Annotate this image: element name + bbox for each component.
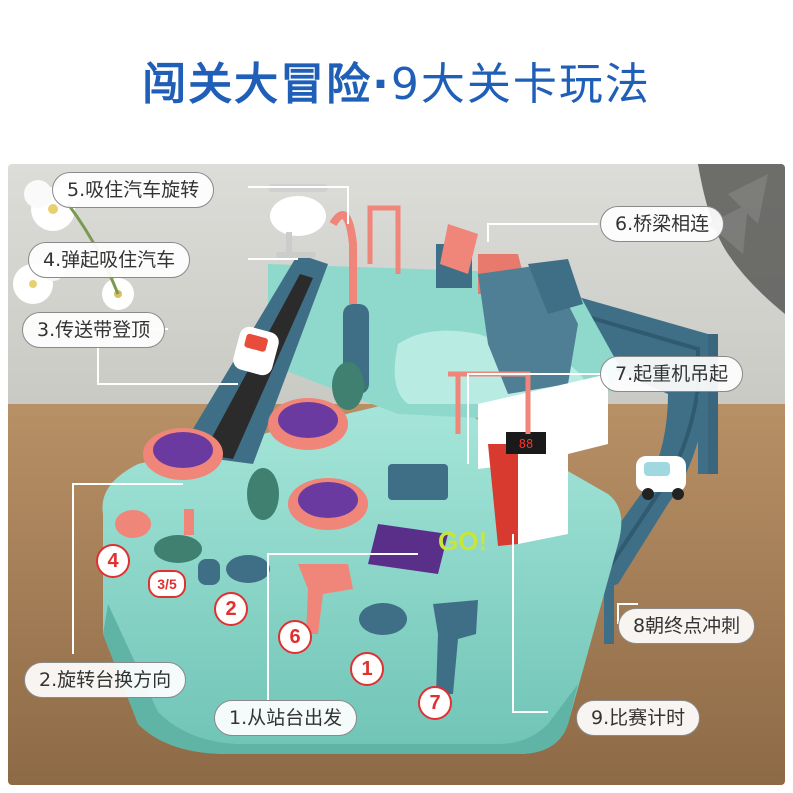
lever-pink	[298, 564, 353, 634]
lever-blue	[433, 600, 478, 694]
start-ramp	[368, 524, 448, 574]
badge-4: 4	[96, 544, 130, 578]
callout-label-2: 2.旋转台换方向	[24, 662, 187, 698]
page-title: 闯关大冒险·9大关卡玩法	[0, 48, 793, 112]
police-car-toy	[636, 456, 686, 500]
title-sub: 9大关卡玩法	[390, 59, 651, 110]
button-pink	[115, 510, 151, 538]
badge-1: 1	[350, 652, 384, 686]
callout-label-5: 5.吸住汽车旋转	[52, 172, 215, 208]
callout-label-7: 7.起重机吊起	[600, 356, 744, 392]
callout-label-3: 3.传送带登顶	[22, 312, 166, 348]
toy-base	[102, 401, 622, 754]
badge-6: 6	[278, 620, 312, 654]
turntable-2	[268, 398, 348, 450]
callout-label-8: 8朝终点冲刺	[618, 608, 756, 644]
title-main: 闯关大冒险	[142, 59, 373, 110]
suction-pipe	[329, 211, 357, 304]
go-text: GO!	[438, 526, 487, 556]
turntable-3	[288, 478, 368, 530]
tow-truck-toy	[233, 326, 279, 376]
badge-3-5: 3/5	[148, 570, 186, 598]
callout-label-1: 1.从站台出发	[214, 700, 358, 736]
callout-lines	[72, 186, 638, 713]
badge-2: 2	[214, 592, 248, 626]
turntable-1	[143, 428, 223, 480]
tree-1	[332, 362, 364, 410]
svg-text:88: 88	[519, 437, 533, 451]
bridge-toy	[436, 224, 583, 394]
tree-2	[247, 468, 279, 520]
badge-7: 7	[418, 686, 452, 720]
callout-label-4: 4.弹起吸住汽车	[28, 242, 191, 278]
start-station	[388, 464, 448, 500]
callout-label-9: 9.比赛计时	[576, 700, 701, 736]
plant-decoration	[698, 164, 785, 314]
callout-label-6: 6.桥梁相连	[600, 206, 725, 242]
title-dot: ·	[372, 59, 391, 110]
